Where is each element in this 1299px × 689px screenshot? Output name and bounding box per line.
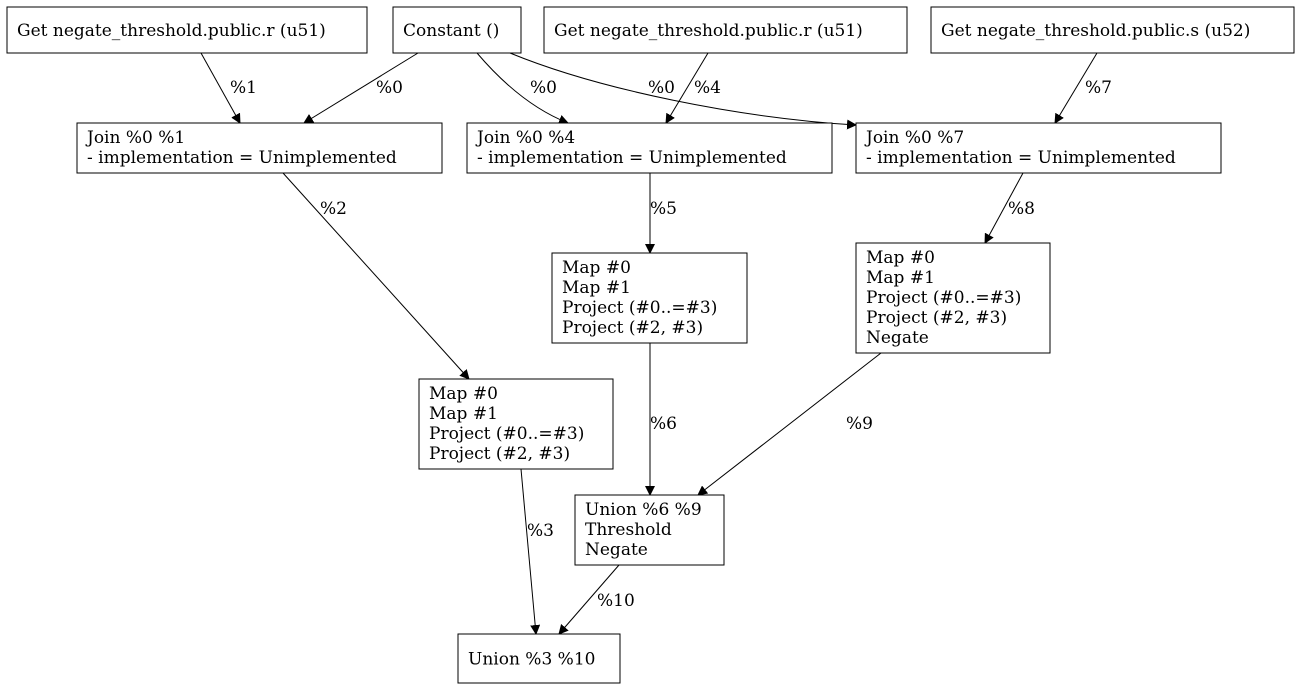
node-text-line: Join %0 %7 [864,128,964,148]
edges [200,52,1098,635]
node-text-line: - implementation = Unimplemented [866,148,1176,168]
edge-arrow [520,468,541,635]
node-box [466,122,833,174]
node-text-line: Project (#2, #3) [429,444,570,464]
node-text-line: Project (#0..=#3) [429,424,584,444]
node-box [855,122,1222,174]
edge-arrow [200,52,241,124]
edge-arrow [282,172,470,380]
edge-label: %7 [1085,78,1112,98]
node-box [457,633,621,684]
node-box [543,6,908,54]
edge-label: %0 [530,78,557,98]
graph-node: Get negate_threshold.public.r (u51) [543,6,908,54]
graph-node: Join %0 %4- implementation = Unimplement… [466,122,833,174]
node-text-line: Project (#0..=#3) [866,288,1021,308]
edge-label: %10 [597,591,635,611]
node-text-line: Get negate_threshold.public.r (u51) [17,21,326,41]
node-box [551,252,748,344]
edge-label: %8 [1008,199,1035,219]
node-text-line: Map #1 [562,278,631,298]
node-text-line: - implementation = Unimplemented [477,148,787,168]
node-box [855,242,1051,354]
graph-node: Get negate_threshold.public.s (u52) [930,6,1295,54]
node-box [6,6,368,54]
node-text-line: Map #0 [562,258,631,278]
edge-label: %9 [846,414,873,434]
node-text-line: Join %0 %4 [475,128,575,148]
node-text-line: Map #1 [429,404,498,424]
nodes: Get negate_threshold.public.r (u51) Const… [6,6,1295,684]
edge-arrow [509,52,857,130]
node-box [392,6,522,54]
edge-arrow [303,52,419,124]
node-text-line: Map #1 [866,268,935,288]
node-box [418,378,614,470]
node-text-line: Union %3 %10 [468,650,595,670]
edge-arrow [697,352,882,496]
edge-arrow [665,52,709,124]
edge-label: %1 [230,78,257,98]
graph-node: Join %0 %1- implementation = Unimplement… [76,122,443,174]
node-text-line: Get negate_threshold.public.r (u51) [554,21,863,41]
graph-node: Union %3 %10 [457,633,621,684]
edge-arrow [984,172,1024,244]
edge-arrow [558,564,620,635]
node-text-line: Join %0 %1 [85,128,185,148]
node-box [76,122,443,174]
edge-label: %6 [650,414,677,434]
node-text-line: Map #0 [429,384,498,404]
edge-label: %3 [527,521,554,541]
node-text-line: Threshold [585,520,672,540]
node-text-line: Get negate_threshold.public.s (u52) [941,21,1250,41]
edge-label: %0 [376,78,403,98]
node-box [930,6,1295,54]
graph-node: Constant () [392,6,522,54]
node-text-line: Project (#2, #3) [866,308,1007,328]
node-text-line: Union %6 %9 [585,500,702,520]
edge-label: %0 [648,78,675,98]
edge-label: %4 [694,78,721,98]
node-text-line: Map #0 [866,248,935,268]
graph-node: Join %0 %7- implementation = Unimplement… [855,122,1222,174]
edge-label: %2 [320,199,347,219]
node-text-line: Project (#2, #3) [562,318,703,338]
node-text-line: Negate [585,540,648,560]
edge-labels: %1 %0 %0 %0 %4 %7 %2 %5 %8 %6 %9 %3 %10 [230,78,1112,611]
edge-arrow [476,52,569,125]
graph-node: Get negate_threshold.public.r (u51) [6,6,368,54]
node-text-line: Project (#0..=#3) [562,298,717,318]
node-text-line: Negate [866,328,929,348]
node-text-line: - implementation = Unimplemented [87,148,397,168]
edge-arrow [1054,52,1098,124]
node-box [574,494,725,566]
node-text-line: Constant () [403,21,499,41]
edge-label: %5 [650,199,677,219]
